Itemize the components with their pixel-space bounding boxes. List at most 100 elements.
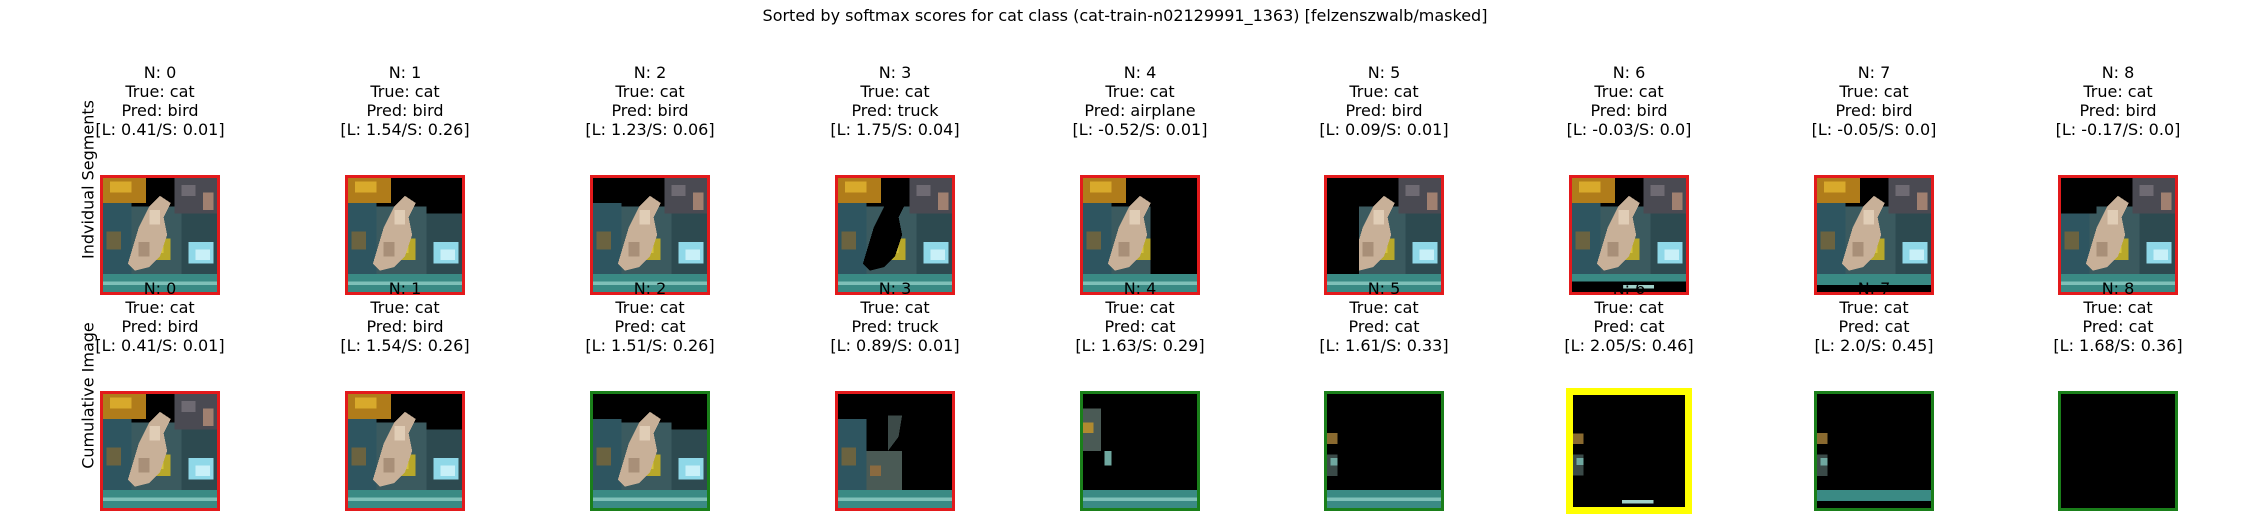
caption-index: N: 8 <box>2101 63 2135 82</box>
caption-index: N: 3 <box>878 63 912 82</box>
caption-pred-label: Pred: bird <box>121 317 199 336</box>
caption-pred-label: Pred: truck <box>851 317 939 336</box>
caption-true-label: True: cat <box>860 82 930 101</box>
caption-logit-softmax: [L: -0.03/S: 0.0] <box>1566 120 1692 139</box>
thumbnail-image <box>835 175 955 295</box>
thumbnail-image <box>1324 391 1444 511</box>
caption-true-label: True: cat <box>1105 82 1175 101</box>
caption-logit-softmax: [L: 1.54/S: 0.26] <box>340 336 470 355</box>
caption-logit-softmax: [L: 1.23/S: 0.06] <box>585 120 715 139</box>
caption-logit-softmax: [L: 1.51/S: 0.26] <box>585 336 715 355</box>
caption-logit-softmax: [L: 2.05/S: 0.46] <box>1564 336 1694 355</box>
caption-index: N: 1 <box>388 279 422 298</box>
caption-logit-softmax: [L: 1.54/S: 0.26] <box>340 120 470 139</box>
thumbnail-image <box>1566 388 1692 514</box>
caption-true-label: True: cat <box>1349 82 1419 101</box>
caption-index: N: 6 <box>1612 63 1646 82</box>
caption-true-label: True: cat <box>125 298 195 317</box>
caption-pred-label: Pred: bird <box>366 101 444 120</box>
caption-index: N: 4 <box>1123 63 1157 82</box>
caption-index: N: 5 <box>1367 63 1401 82</box>
caption-pred-label: Pred: cat <box>2082 317 2154 336</box>
caption-index: N: 8 <box>2101 279 2135 298</box>
caption-true-label: True: cat <box>1349 298 1419 317</box>
caption-pred-label: Pred: cat <box>1838 317 1910 336</box>
caption-pred-label: Pred: bird <box>611 101 689 120</box>
thumbnail-image <box>100 391 220 511</box>
caption-true-label: True: cat <box>2083 82 2153 101</box>
caption-true-label: True: cat <box>2083 298 2153 317</box>
thumbnail-image <box>2058 391 2178 511</box>
caption-index: N: 2 <box>633 279 667 298</box>
caption-logit-softmax: [L: 1.61/S: 0.33] <box>1319 336 1449 355</box>
caption-pred-label: Pred: cat <box>1348 317 1420 336</box>
caption-logit-softmax: [L: -0.05/S: 0.0] <box>1811 120 1937 139</box>
thumbnail-image <box>345 391 465 511</box>
caption-pred-label: Pred: bird <box>121 101 199 120</box>
caption-pred-label: Pred: bird <box>2079 101 2157 120</box>
caption-pred-label: Pred: bird <box>1590 101 1668 120</box>
caption-true-label: True: cat <box>1839 298 1909 317</box>
caption-index: N: 0 <box>143 279 177 298</box>
caption-pred-label: Pred: airplane <box>1084 101 1196 120</box>
caption-true-label: True: cat <box>370 82 440 101</box>
caption-pred-label: Pred: cat <box>614 317 686 336</box>
caption-logit-softmax: [L: 1.75/S: 0.04] <box>830 120 960 139</box>
caption-pred-label: Pred: bird <box>366 317 444 336</box>
caption-index: N: 4 <box>1123 279 1157 298</box>
figure-title: Sorted by softmax scores for cat class (… <box>762 6 1488 25</box>
thumbnail-image <box>100 175 220 295</box>
caption-logit-softmax: [L: 1.68/S: 0.36] <box>2053 336 2183 355</box>
caption-pred-label: Pred: bird <box>1345 101 1423 120</box>
thumbnail-image <box>345 175 465 295</box>
thumbnail-image <box>1814 391 1934 511</box>
thumbnail-image <box>1569 175 1689 295</box>
caption-pred-label: Pred: cat <box>1104 317 1176 336</box>
caption-index: N: 0 <box>143 63 177 82</box>
caption-index: N: 7 <box>1857 279 1891 298</box>
caption-true-label: True: cat <box>125 82 195 101</box>
thumbnail-image <box>1080 391 1200 511</box>
thumbnail-image <box>1814 175 1934 295</box>
caption-true-label: True: cat <box>1594 298 1664 317</box>
caption-pred-label: Pred: truck <box>851 101 939 120</box>
caption-true-label: True: cat <box>615 82 685 101</box>
caption-logit-softmax: [L: 0.89/S: 0.01] <box>830 336 960 355</box>
caption-pred-label: Pred: cat <box>1593 317 1665 336</box>
caption-true-label: True: cat <box>615 298 685 317</box>
caption-index: N: 5 <box>1367 279 1401 298</box>
caption-logit-softmax: [L: 1.63/S: 0.29] <box>1075 336 1205 355</box>
thumbnail-image <box>835 391 955 511</box>
caption-logit-softmax: [L: 0.09/S: 0.01] <box>1319 120 1449 139</box>
caption-true-label: True: cat <box>860 298 930 317</box>
thumbnail-image <box>2058 175 2178 295</box>
caption-true-label: True: cat <box>1105 298 1175 317</box>
caption-logit-softmax: [L: 2.0/S: 0.45] <box>1814 336 1934 355</box>
caption-index: N: 2 <box>633 63 667 82</box>
caption-logit-softmax: [L: -0.52/S: 0.01] <box>1072 120 1208 139</box>
caption-true-label: True: cat <box>370 298 440 317</box>
caption-logit-softmax: [L: 0.41/S: 0.01] <box>95 336 225 355</box>
caption-index: N: 6 <box>1612 279 1646 298</box>
thumbnail-image <box>1080 175 1200 295</box>
thumbnail-image <box>590 391 710 511</box>
thumbnail-image <box>1324 175 1444 295</box>
caption-true-label: True: cat <box>1839 82 1909 101</box>
